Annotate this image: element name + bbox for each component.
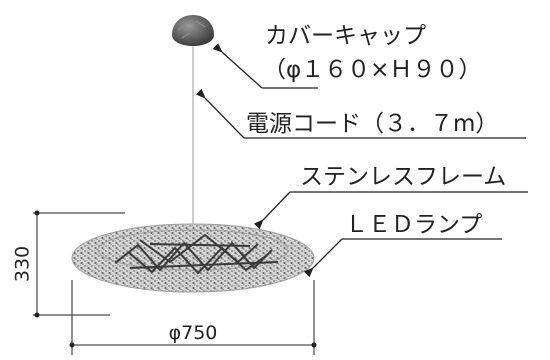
height-dimension: 330: [12, 246, 34, 282]
leader-lines: [195, 43, 528, 278]
cover-cap-shape: [172, 15, 214, 46]
power-cord-arrow: [195, 88, 245, 139]
stainless-frame-label: ステンレスフレーム: [300, 164, 506, 190]
stainless-frame-arrow: [253, 191, 291, 230]
pendant-shade: [71, 223, 315, 293]
cover-cap-arrow: [212, 43, 263, 89]
stainless-frame: [114, 233, 279, 275]
led-lamp-label: ＬＥＤランプ: [345, 212, 482, 238]
diameter-dimension-lines: [69, 280, 317, 355]
led-lamp-arrow: [303, 238, 343, 278]
power-cord-label: 電源コード（３．７m）: [246, 111, 498, 137]
cover-cap-size-label: （φ１６０×Ｈ９０）: [263, 57, 481, 83]
cover-cap-label: カバーキャップ: [265, 23, 426, 49]
diameter-dimension: φ750: [169, 322, 218, 344]
